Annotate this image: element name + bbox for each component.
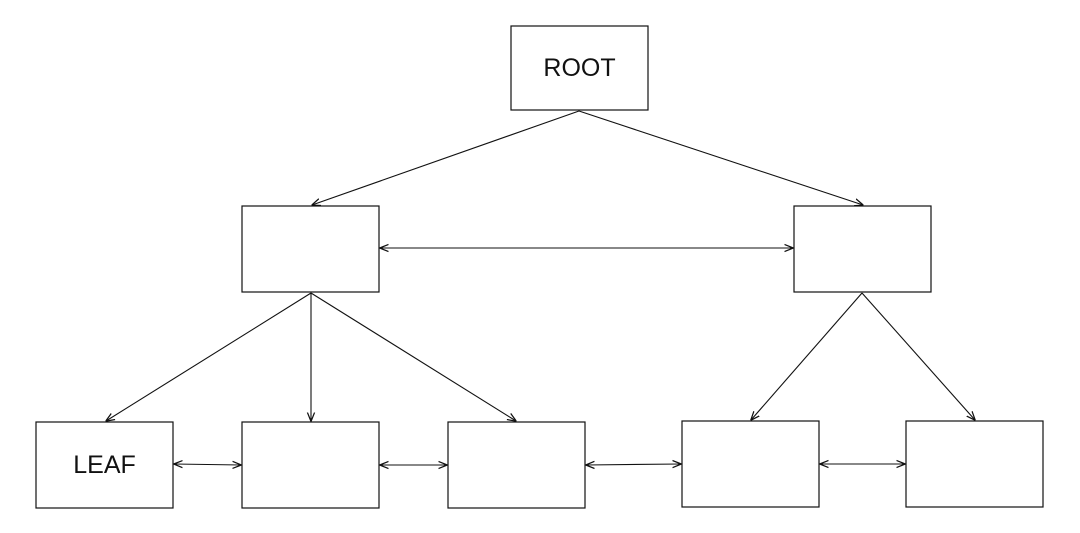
edge-root-to-internal-left <box>312 110 580 205</box>
edge-internal-right-to-leaf-5 <box>861 292 975 420</box>
leaf-node-5 <box>905 420 1044 508</box>
edges-layer <box>106 110 975 465</box>
internal-node-left <box>241 205 380 293</box>
edge-root-to-internal-right <box>578 110 863 205</box>
edge-internal-left-to-leaf-3 <box>310 292 516 421</box>
edge-internal-left-to-leaf-1 <box>106 292 312 421</box>
leaf-node-1-label: LEAF <box>73 451 136 479</box>
leaf-node-3 <box>447 421 586 509</box>
leaf-node-1: LEAF <box>35 421 174 509</box>
leaf-node-2 <box>241 421 380 509</box>
root-label: ROOT <box>543 54 615 82</box>
edge-leaf-3-to-leaf-4 <box>586 464 681 465</box>
leaf-node-4 <box>681 420 820 508</box>
root-node: ROOT <box>510 25 649 111</box>
edge-internal-right-to-leaf-4 <box>751 292 863 420</box>
internal-node-right <box>793 205 932 293</box>
edge-leaf-1-to-leaf-2 <box>174 464 241 465</box>
